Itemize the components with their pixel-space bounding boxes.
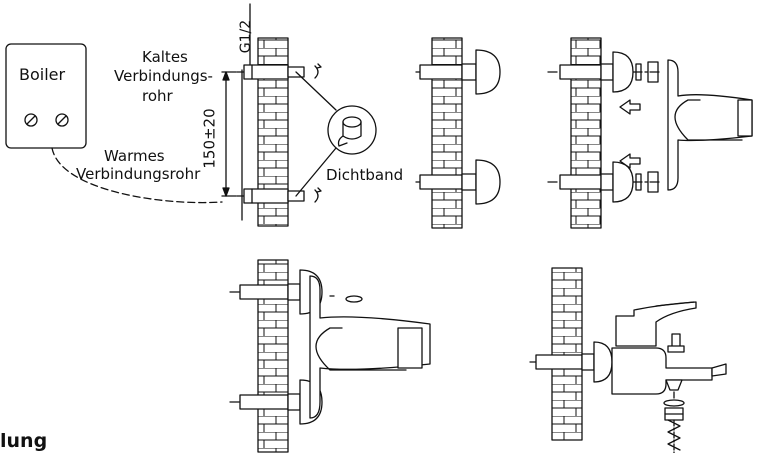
distance-dimension-label: 150±20: [200, 108, 219, 169]
cold-pipe-label-line1: Kaltes: [142, 48, 188, 66]
thread-size-label: G1/2: [238, 19, 255, 54]
warm-pipe-label-line2: Verbindungsrohr: [76, 165, 201, 183]
wall-panel-3: [547, 37, 753, 229]
cold-pipe-label-line3: rohr: [142, 87, 173, 105]
warm-pipe-label-line1: Warmes: [104, 147, 165, 165]
wall-panel-1: [221, 3, 377, 227]
boiler-unit: [5, 43, 223, 204]
cold-pipe-label-line2: Verbindungs-: [114, 67, 213, 85]
wall-panel-2: [415, 37, 501, 229]
seal-tape-label: Dichtband: [326, 166, 404, 184]
wall-panel-5: [529, 267, 727, 453]
section-heading-partial: lung: [0, 430, 48, 452]
wall-panel-4: [229, 259, 431, 453]
boiler-label: Boiler: [19, 65, 66, 84]
